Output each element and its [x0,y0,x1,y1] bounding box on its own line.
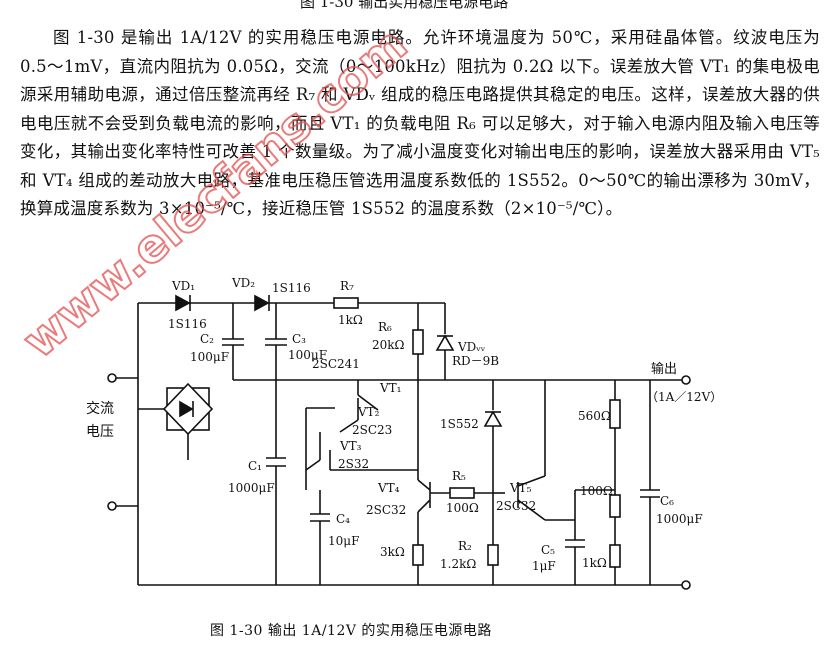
figure-caption: 图 1-30 输出 1A/12V 的实用稳压电源电路 [210,623,492,639]
c4-value: 10μF [328,534,359,548]
vd2-part: 1S116 [272,281,311,295]
ac-label-1: 交流 [86,400,114,417]
vt5-part: 2SC32 [496,499,536,513]
c2-value: 100μF [190,350,229,364]
ac-label-2: 电压 [86,424,114,440]
r5-resistor [449,487,475,499]
r6-label: R₆ [378,320,392,334]
circuit-wires [107,294,691,590]
c6-value: 1000μF [656,512,703,526]
pot100-value: 100Ω [580,484,613,498]
output-spec: （1A／12V） [646,390,722,404]
c1-label: C₁ [248,459,262,473]
vt4-label: VT₄ [377,481,400,495]
r7-label: R₇ [340,279,354,293]
c6-label: C₆ [660,494,674,508]
vt3-part: 2S32 [338,457,369,471]
c5-label: C₅ [541,543,555,557]
c2-label: C₂ [200,332,214,346]
r6-value: 20kΩ [372,338,405,352]
c3-label: C₃ [292,332,306,346]
vt1-part: 2SC241 [312,357,360,371]
vd1-part: 1S116 [168,317,207,331]
vd1-label: VD₁ [171,279,195,293]
vt3-label: VT₃ [339,439,362,453]
pot100-resistor [609,494,621,518]
r560-value: 560Ω [578,409,611,423]
r7-resistor [333,297,359,309]
r3-resistor [412,544,424,566]
r5-value: 100Ω [446,501,479,515]
r2-resistor [487,544,499,566]
r5-label: R₅ [452,469,466,483]
ref-diode-label: 1S552 [440,417,479,431]
vd1-diode [175,294,191,312]
r6-resistor [412,329,424,355]
r2-value: 1.2kΩ [440,557,476,571]
ref-diode [483,410,503,427]
body-paragraph: 图 1-30 是输出 1A/12V 的实用稳压电源电路。允许环境温度为 50℃，… [20,28,820,218]
vt2-part: 2SC23 [352,423,392,437]
c3-value: 100μF [288,348,327,362]
c4-label: C₄ [336,512,350,526]
r1k-value: 1kΩ [582,556,607,570]
r1k-resistor [609,544,621,568]
output-label: 输出 [651,361,677,377]
vdw-part: RD－9B [452,354,499,368]
vt1-label: VT₁ [379,381,401,395]
r3-value: 3kΩ [380,545,405,559]
header-fragment: 图 1-30 输出实用稳压电源电路 [300,0,509,10]
circuit-labels: VD₁ 1S116 VD₂ 1S116 R₇ 1kΩ C₂ 100μF C₃ 1… [86,276,722,573]
r2-label: R₂ [458,539,472,553]
vdw-zener [435,334,455,351]
c1-value: 1000μF [228,481,275,495]
vdw-label: VDᵥᵥ [457,340,486,354]
vt4-part: 2SC32 [366,503,406,517]
vd2-diode [254,294,270,312]
article-text: 图 1-30 是输出 1A/12V 的实用稳压电源电路。允许环境温度为 50℃，… [20,24,820,224]
vt5-label: VT₅ [509,481,532,495]
r560-resistor [609,399,621,429]
vd2-label: VD₂ [231,276,255,290]
vt2-label: VT₂ [357,405,380,419]
cropped-header: 图 1-30 输出实用稳压电源电路 [0,0,833,10]
c5-value: 1μF [532,559,556,573]
r7-value: 1kΩ [338,313,363,327]
